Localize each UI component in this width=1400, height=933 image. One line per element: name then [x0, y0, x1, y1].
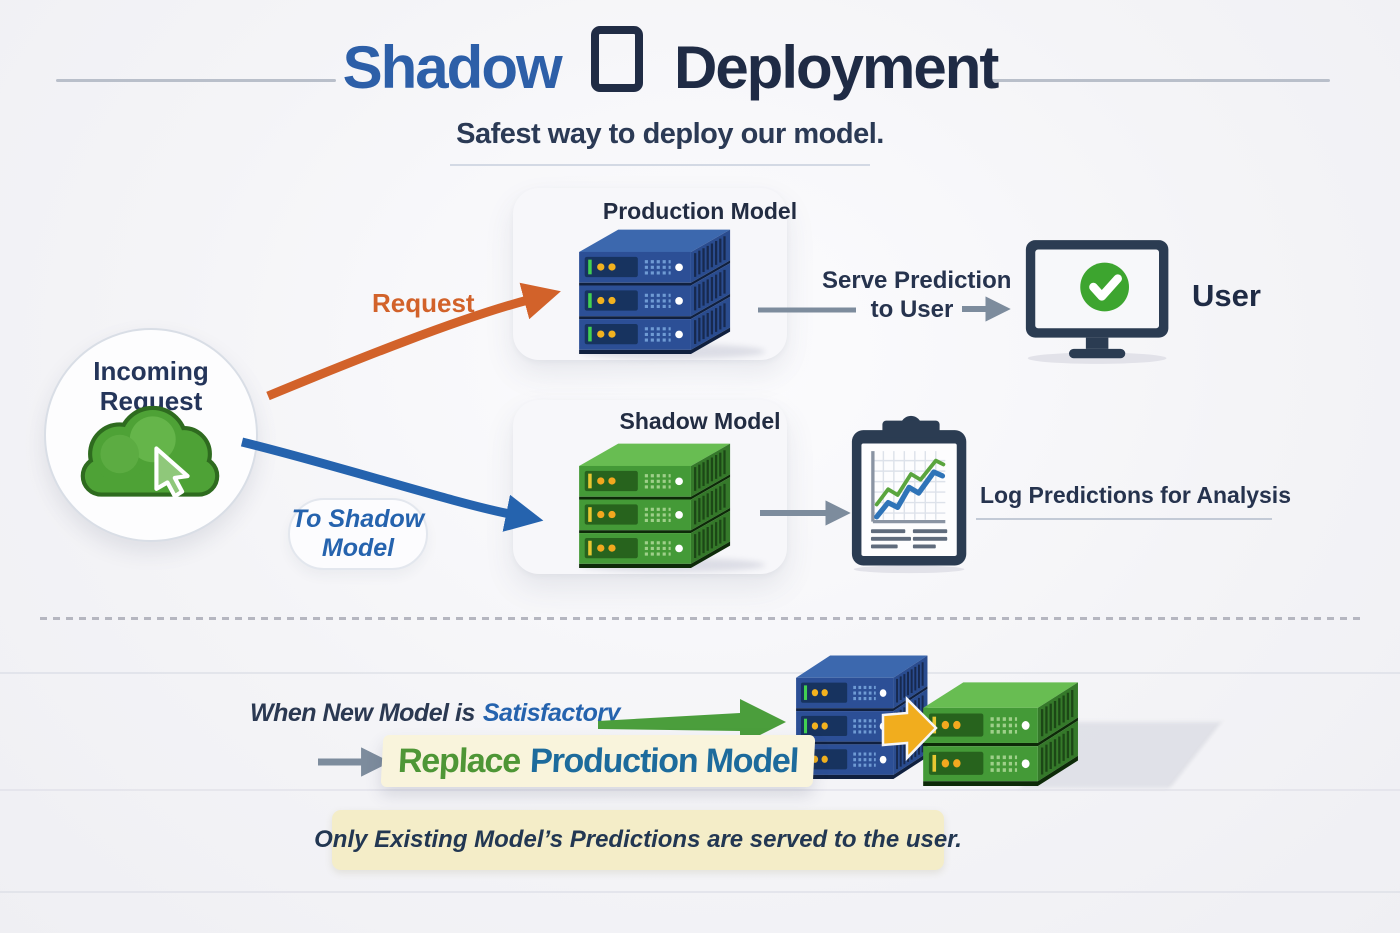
cursor-icon — [154, 446, 190, 499]
to-shadow-line2: Model — [321, 533, 395, 562]
serve-line1: Serve Prediction — [822, 267, 1012, 294]
log-predictions-label: Log Predictions for Analysis — [980, 482, 1291, 508]
clipboard-chart-icon — [851, 415, 967, 574]
faint-line — [0, 789, 1400, 791]
faint-line — [0, 891, 1400, 893]
production-model-title: Production Model — [602, 198, 798, 224]
title-word-deployment: Deployment — [673, 34, 999, 101]
header-rule-left — [56, 79, 336, 82]
note-banner: Only Existing Model’s Predictions are se… — [314, 810, 962, 870]
new-model-server-stack-green-icon — [916, 676, 1088, 794]
monitor-check-icon — [1025, 240, 1169, 364]
title-word-shadow: Shadow — [342, 34, 563, 101]
title-square-glyph — [591, 26, 644, 92]
shadow-model-title: Shadow Model — [619, 408, 781, 434]
request-arrow-label: Request — [372, 288, 475, 318]
incoming-label-line1: Incoming — [93, 356, 209, 386]
page-subtitle: Safest way to deploy our model. — [456, 118, 884, 150]
to-shadow-line1: To Shadow — [291, 505, 425, 533]
server-stack-blue-icon — [572, 224, 740, 361]
to-shadow-bubble: To Shadow Model — [288, 498, 428, 570]
server-stack-green-icon — [572, 438, 740, 575]
dashed-divider — [40, 617, 1360, 620]
faint-line — [0, 672, 1400, 674]
header-rule-right — [985, 79, 1330, 82]
replace-rest: Production Model — [529, 741, 799, 780]
page-title: Shadow Deployment — [300, 26, 1040, 102]
subtitle-rule — [450, 164, 870, 166]
log-label-rule — [976, 518, 1272, 520]
replace-word: Replace — [397, 741, 522, 780]
user-label: User — [1192, 278, 1261, 313]
cloud-cursor-icon — [80, 406, 220, 499]
serve-line2: to User — [870, 295, 954, 323]
serve-prediction-label: Serve Prediction to User — [822, 267, 1012, 325]
condition-highlight: Satisfactory — [482, 699, 621, 727]
replace-ribbon: Replace Production Model — [380, 735, 816, 787]
condition-plain: When New Model is — [250, 699, 475, 727]
